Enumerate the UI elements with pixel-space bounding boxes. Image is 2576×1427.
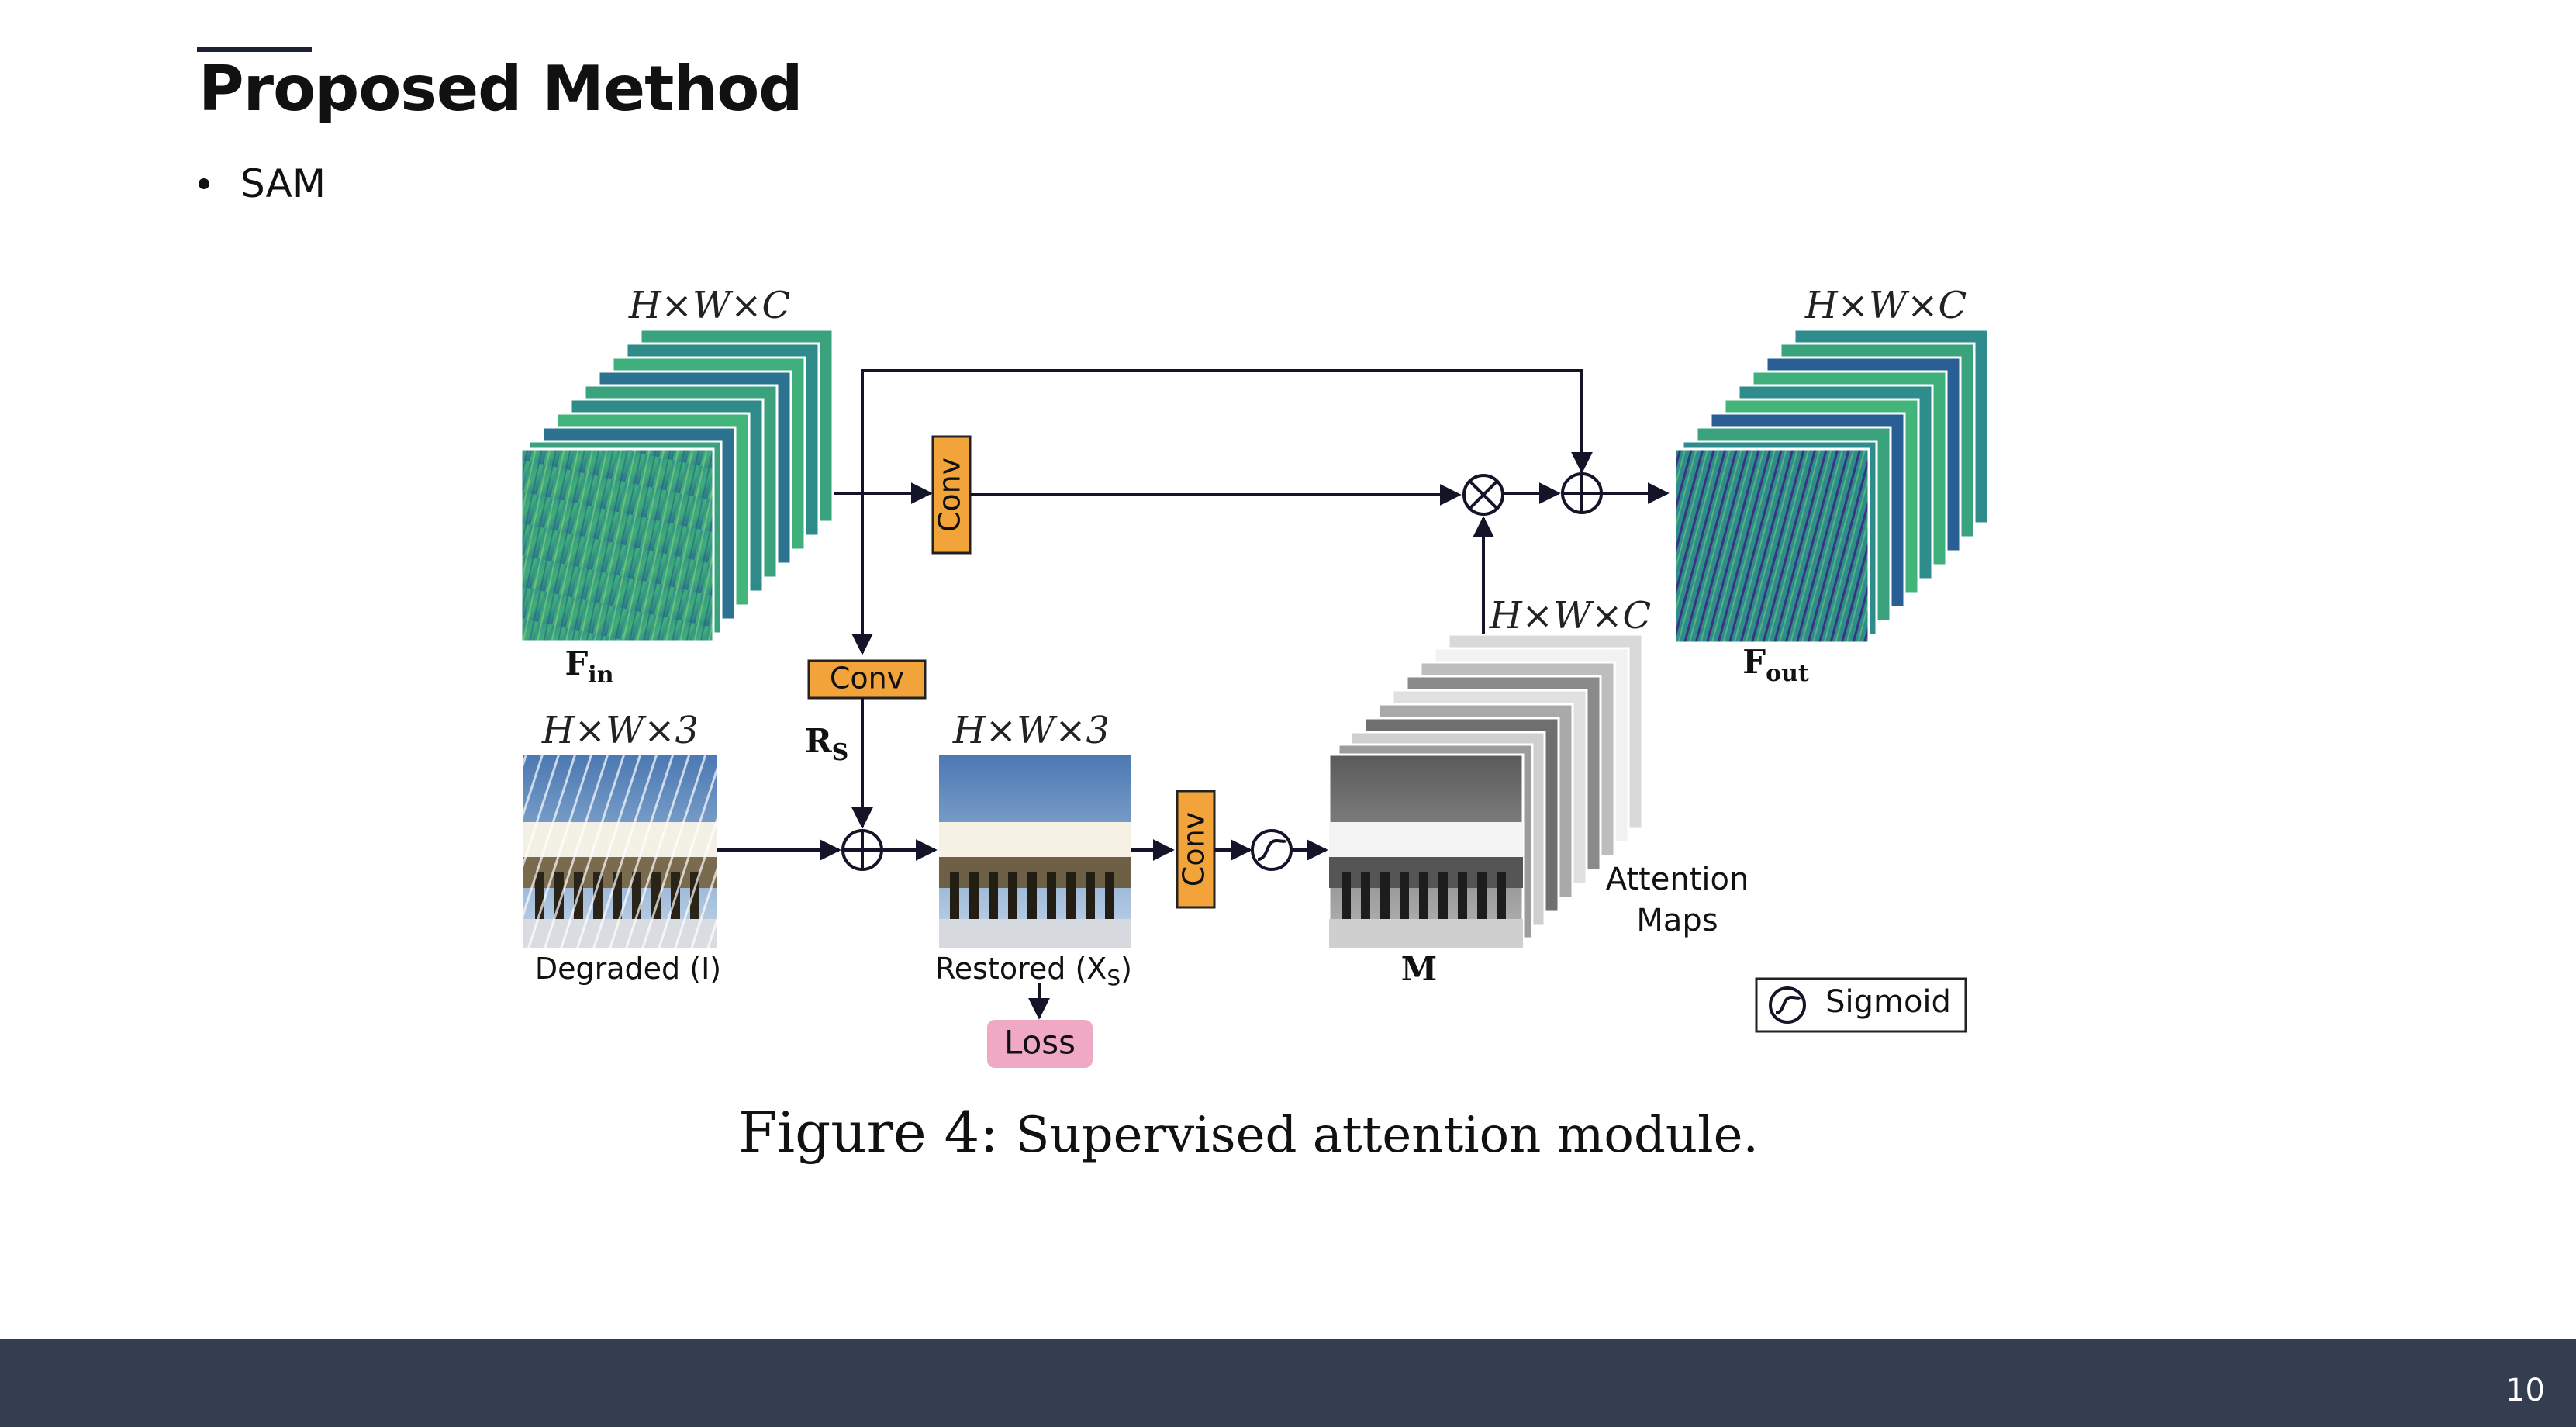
conv-bottom-label: Conv (830, 662, 904, 696)
sigmoid-node (1251, 829, 1293, 871)
attention-maps-label-line1: Attention (1606, 862, 1749, 897)
attention-map-stack (1328, 633, 1644, 950)
loss-label: Loss (1004, 1024, 1076, 1062)
f-in-feature-stack (520, 328, 834, 643)
footer-bar (0, 1339, 2576, 1427)
add-node-top (1561, 472, 1603, 514)
title-rule (197, 47, 312, 52)
restored-dims: H×W×3 (952, 709, 1110, 752)
multiply-node (1462, 474, 1504, 516)
conv-right-label: Conv (1177, 812, 1211, 886)
f-in-label: Fin (565, 644, 613, 689)
figure-caption: Figure 4:Supervised attention module. (738, 1100, 1759, 1165)
restored-label: Restored (XS) (935, 952, 1132, 990)
conv-bottom (807, 659, 927, 700)
degraded-image (523, 755, 717, 948)
bullet-item: SAM (199, 161, 326, 206)
f-out-dims: H×W×C (1804, 284, 1967, 327)
attention-dims: H×W×C (1489, 594, 1651, 637)
loss-box (987, 1020, 1093, 1068)
f-out-feature-stack (1673, 328, 1990, 644)
bullet-text: SAM (240, 161, 326, 206)
degraded-dims: H×W×3 (541, 709, 699, 752)
sigmoid-legend (1755, 977, 1967, 1033)
skip-connection-arrow (861, 369, 1593, 493)
conv-top-label: Conv (933, 458, 967, 532)
add-node-bottom (841, 829, 883, 871)
attention-maps-label-line2: Maps (1636, 903, 1718, 938)
f-out-label: Fout (1742, 643, 1809, 687)
slide-title: Proposed Method (199, 53, 803, 125)
rs-label: RS (805, 722, 849, 766)
f-in-dims: H×W×C (628, 284, 790, 327)
degraded-label: Degraded (I) (535, 952, 721, 986)
restored-image (939, 755, 1131, 948)
conv-right (1176, 790, 1216, 909)
conv-top (931, 435, 972, 555)
bullet-dot (199, 178, 209, 189)
sigmoid-legend-label: Sigmoid (1825, 984, 1951, 1020)
m-label: M (1401, 950, 1438, 988)
page-number: 10 (2505, 1373, 2545, 1408)
